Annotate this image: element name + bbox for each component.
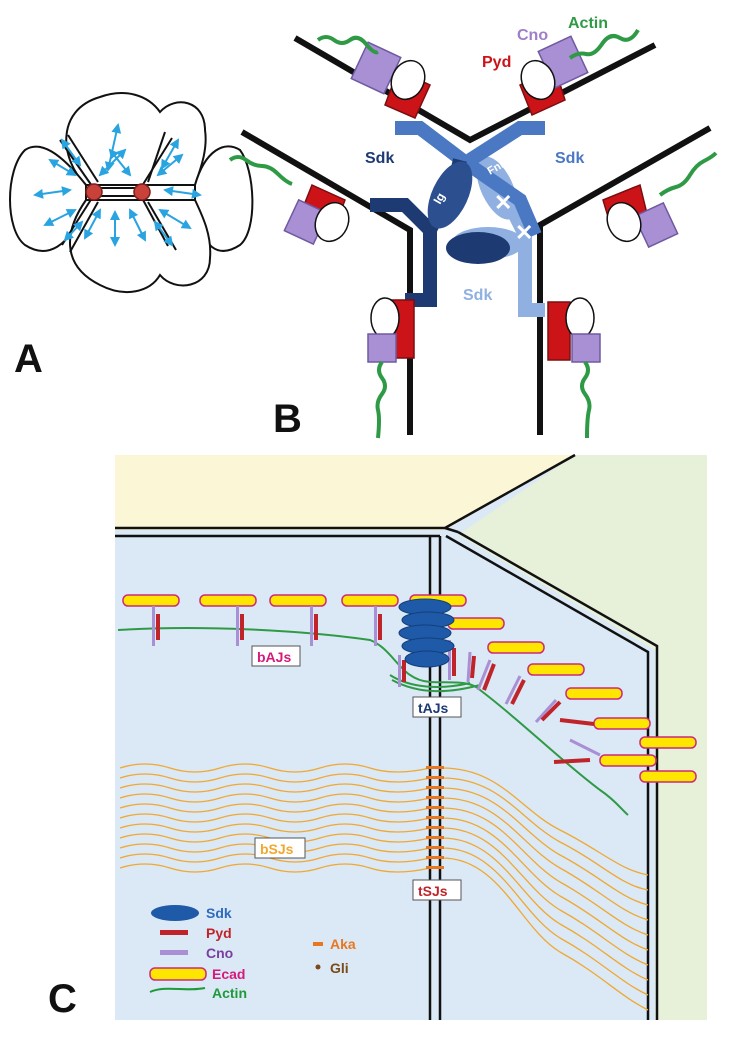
panel-label-b: B — [273, 397, 302, 441]
pyd-cno-complex-right — [602, 183, 679, 249]
label-tsjs: tSJs — [418, 883, 448, 899]
label-pyd: Pyd — [482, 54, 511, 71]
panel-a-diagram — [9, 92, 254, 293]
legend-cno-label: Cno — [206, 945, 233, 961]
legend-actin-label: Actin — [212, 985, 247, 1001]
bsj-lines-right — [441, 767, 649, 1011]
pyd-cno-tethers — [152, 606, 601, 764]
panel-label-a: A — [14, 337, 43, 381]
ecad-units — [122, 594, 697, 783]
tricellular-junction-right — [133, 183, 151, 201]
pyd-cno-complex-bottom-right — [547, 297, 601, 363]
pyd-cno-complex-top-left — [350, 41, 431, 119]
label-bsjs-box: bSJs — [254, 837, 306, 859]
label-sdk-bottom: Sdk — [463, 287, 492, 304]
label-bsjs: bSJs — [260, 841, 294, 857]
pyd-cno-complex-left — [283, 183, 350, 246]
label-tsjs-box: tSJs — [412, 879, 462, 901]
label-cno: Cno — [517, 27, 548, 44]
label-actin: Actin — [568, 15, 608, 32]
label-bajs: bAJs — [257, 649, 291, 665]
tricellular-junction-left — [85, 183, 103, 201]
legend-aka-label: Aka — [330, 936, 356, 952]
cell-yellow-bg — [115, 455, 575, 530]
legend-gli-label: Gli — [330, 960, 349, 976]
legend-ecad-label: Ecad — [212, 966, 245, 982]
pyd-cno-complex-bottom-left — [367, 297, 415, 363]
sdk-stack — [398, 598, 455, 668]
legend-sdk-swatch — [151, 905, 199, 921]
legend-cno-swatch — [160, 950, 188, 955]
cross-mark-2: ✕ — [515, 220, 533, 245]
actin-filaments — [228, 28, 718, 439]
label-sdk-right: Sdk — [555, 150, 584, 167]
legend-sdk-label: Sdk — [206, 905, 232, 921]
legend-pyd-swatch — [160, 930, 188, 935]
panel-c-diagram: bAJs tAJs bSJs tSJs Sdk Pyd Cno Ecad Act… — [115, 453, 707, 1020]
label-bajs-box: bAJs — [251, 645, 301, 667]
cell-green-bg — [458, 455, 707, 1020]
legend-pyd-label: Pyd — [206, 925, 232, 941]
legend-actin-swatch — [149, 987, 206, 993]
legend-gli-swatch — [315, 964, 321, 970]
legend-aka-swatch — [313, 942, 323, 946]
legend: Sdk Pyd Cno Ecad Actin Aka Gli — [149, 905, 356, 1001]
label-tajs: tAJs — [418, 700, 449, 716]
pyd-cno-complex-top-right — [519, 35, 589, 117]
panel-label-c: C — [48, 977, 77, 1021]
label-tajs-box: tAJs — [412, 696, 462, 718]
sdk-mid — [395, 121, 545, 238]
tension-arrows — [33, 123, 202, 247]
panel-b-diagram: ✕ ✕ — [228, 15, 718, 439]
cross-mark-1: ✕ — [494, 190, 512, 215]
legend-ecad-swatch — [149, 967, 207, 981]
label-sdk-left: Sdk — [365, 150, 394, 167]
cell-top — [65, 92, 207, 186]
aka-ladder — [426, 766, 444, 869]
